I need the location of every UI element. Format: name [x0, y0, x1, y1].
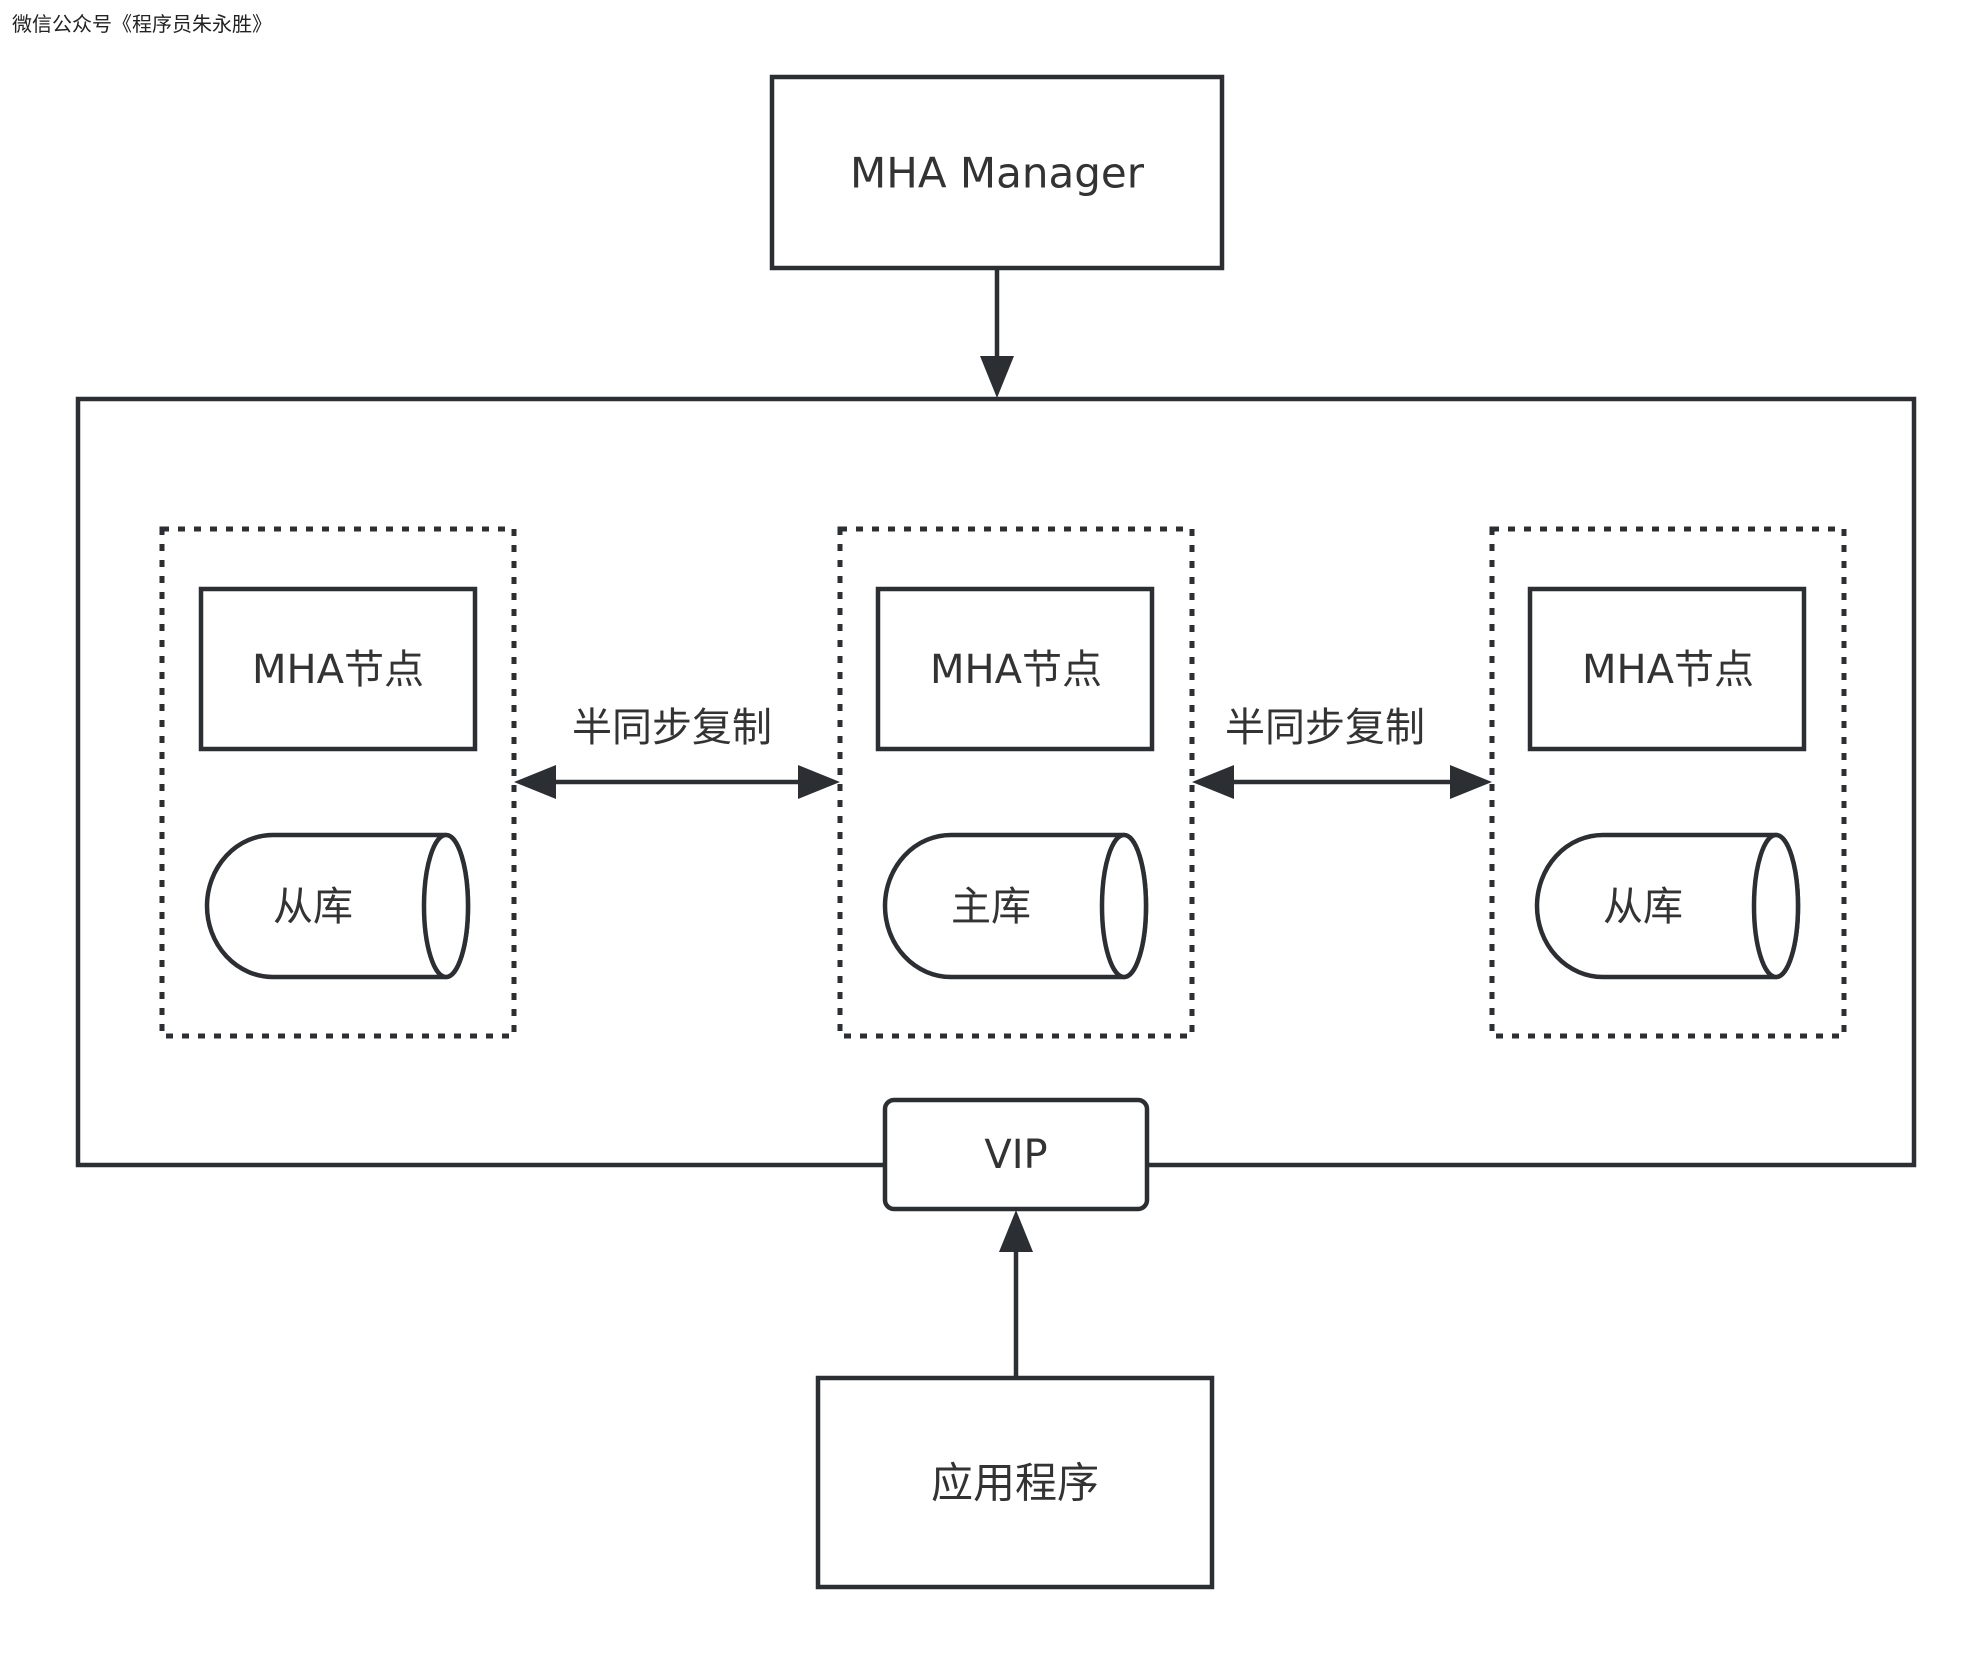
node-middle-mha-label: MHA节点	[930, 647, 1102, 693]
node-right-mha-label: MHA节点	[1582, 647, 1754, 693]
node-right-db-label: 从库	[1603, 884, 1683, 930]
vip-box: VIP	[882, 1097, 1150, 1212]
node-group-left: MHA节点 从库	[159, 526, 517, 1039]
replication-label-left: 半同步复制	[572, 705, 772, 751]
node-group-middle: MHA节点 主库	[837, 526, 1195, 1039]
node-left-mha-label: MHA节点	[252, 647, 424, 693]
application-box: 应用程序	[815, 1375, 1215, 1590]
cluster-container	[75, 396, 1917, 1168]
node-group-right-border	[1489, 526, 1847, 1039]
application-to-vip-arrow	[999, 1210, 1033, 1376]
watermark-text: 微信公众号《程序员朱永胜》	[12, 12, 272, 36]
node-left-mha-box	[198, 586, 478, 752]
node-middle-db-label: 主库	[951, 884, 1031, 930]
replication-label-right: 半同步复制	[1225, 705, 1425, 751]
node-right-db-cylinder	[1534, 832, 1801, 980]
application-label: 应用程序	[931, 1459, 1099, 1508]
manager-to-cluster-arrow	[980, 268, 1014, 398]
node-group-right: MHA节点 从库	[1489, 526, 1847, 1039]
mha-manager-box: MHA Manager	[769, 74, 1225, 271]
replication-arrow-right: 半同步复制	[1192, 705, 1492, 799]
node-middle-db-cylinder	[882, 832, 1149, 980]
node-left-db-label: 从库	[273, 884, 353, 930]
node-group-left-border	[159, 526, 517, 1039]
node-left-db-cylinder	[204, 832, 471, 980]
node-middle-mha-box	[875, 586, 1155, 752]
node-group-middle-border	[837, 526, 1195, 1039]
mha-manager-label: MHA Manager	[850, 149, 1145, 198]
replication-arrow-left: 半同步复制	[514, 705, 840, 799]
node-right-mha-box	[1527, 586, 1807, 752]
vip-label: VIP	[984, 1132, 1047, 1178]
